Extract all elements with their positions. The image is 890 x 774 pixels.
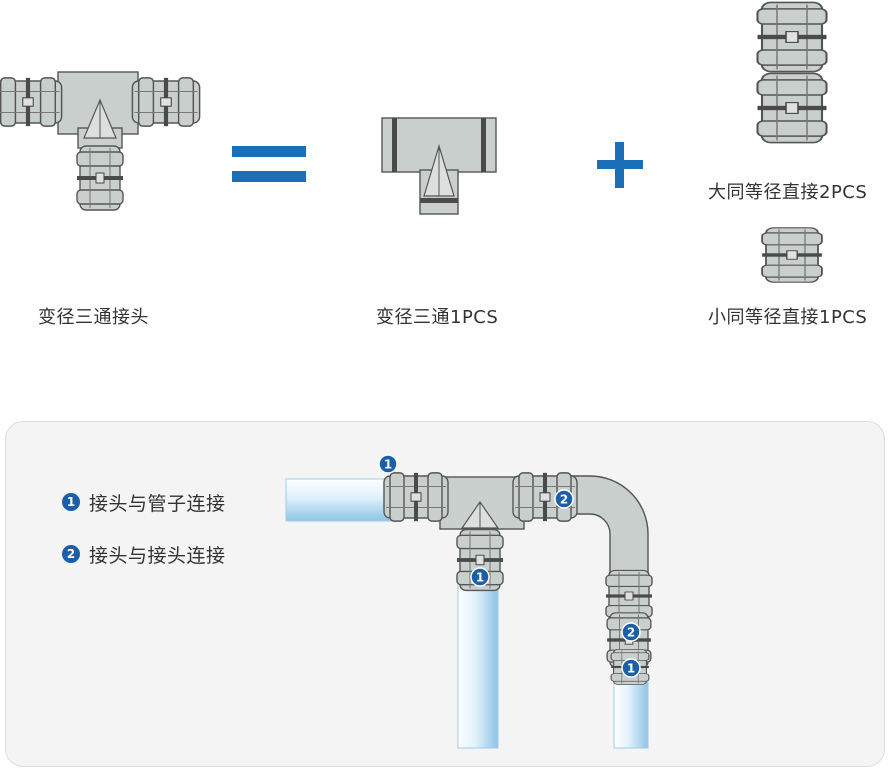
callout-1c-number: 1 xyxy=(627,662,635,676)
equals-sign xyxy=(232,146,306,182)
callout-2b: 2 xyxy=(621,622,641,642)
legend-badge-2: 2 xyxy=(62,545,80,563)
callout-1a-number: 1 xyxy=(384,458,392,472)
callout-1b: 1 xyxy=(470,567,490,587)
callout-1b-number: 1 xyxy=(476,571,484,585)
reducing-tee-illustration xyxy=(381,117,497,215)
callout-2a-number: 2 xyxy=(560,493,568,507)
legend-item-joint-to-pipe: 1 接头与管子连接 xyxy=(62,490,226,515)
small-coupling-illustration xyxy=(761,226,823,284)
reducing-tee-coupling-illustration xyxy=(0,71,200,211)
legend-badge-1: 1 xyxy=(62,493,80,511)
label-small-coupling: 小同等径直接1PCS xyxy=(708,307,868,328)
label-large-coupling: 大同等径直接2PCS xyxy=(708,182,868,203)
installation-illustration xyxy=(285,473,653,749)
large-coupling-illustration xyxy=(756,1,828,144)
plus-sign xyxy=(597,142,643,188)
label-reducing-tee-coupling: 变径三通接头 xyxy=(38,307,149,328)
legend-item-joint-to-joint: 2 接头与接头连接 xyxy=(62,542,226,567)
callout-2b-number: 2 xyxy=(627,626,635,640)
callout-2a: 2 xyxy=(554,489,574,509)
callout-1a: 1 xyxy=(378,454,398,474)
legend-text-2: 接头与接头连接 xyxy=(89,544,226,567)
legend-text-1: 接头与管子连接 xyxy=(89,492,226,515)
callout-1c: 1 xyxy=(621,658,641,678)
label-reducing-tee: 变径三通1PCS xyxy=(376,307,499,328)
